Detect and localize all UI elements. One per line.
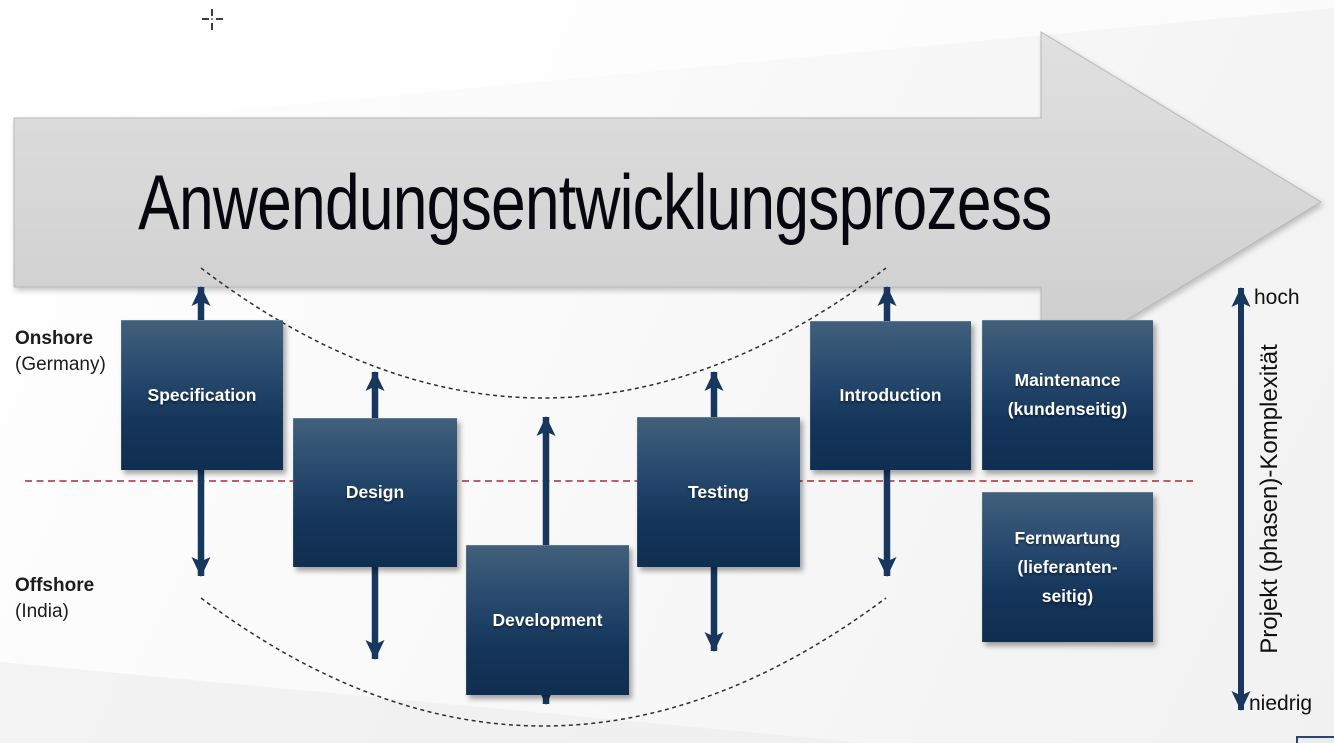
- onshore-label-main: Onshore: [15, 328, 94, 349]
- phase-label: Maintenance: [1014, 370, 1121, 390]
- background-top-highlight: [0, 0, 1334, 132]
- phase-box-fernwartung: Fernwartung (lieferanten- seitig): [982, 492, 1153, 642]
- axis-high-label: hoch: [1254, 286, 1300, 309]
- phase-box-development: Development: [466, 545, 629, 695]
- phase-box-specification: Specification: [121, 320, 283, 470]
- offshore-label-sub: (India): [15, 601, 69, 622]
- background-bottom-shade: [0, 662, 1334, 743]
- onshore-label: Onshore (Germany): [15, 326, 106, 378]
- phase-box-design: Design: [293, 418, 457, 567]
- phase-label: Specification: [147, 384, 257, 405]
- partial-shape-bottom-right: [1296, 736, 1334, 743]
- process-arrow-shape: [13, 31, 1322, 373]
- phase-label: Testing: [688, 481, 749, 502]
- axis-low-label: niedrig: [1249, 692, 1313, 715]
- phase-box-introduction: Introduction: [810, 321, 971, 470]
- phase-label: Development: [492, 609, 603, 630]
- page-title-text: Anwendungsentwicklungsprozess: [138, 158, 1052, 246]
- complexity-axis-title: Projekt (phasen)-Komplexität: [1256, 344, 1283, 654]
- phase-sublabel: seitig): [1041, 585, 1094, 606]
- phase-label: Introduction: [839, 385, 942, 405]
- phase-box-maintenance: Maintenance (kundenseitig): [982, 320, 1153, 470]
- phase-sublabel: (kundenseitig): [1007, 399, 1128, 419]
- phase-sublabel: (lieferanten-: [1017, 556, 1118, 577]
- onshore-label-sub: (Germany): [15, 354, 106, 375]
- page-title: Anwendungsentwicklungsprozess: [0, 118, 1190, 287]
- phase-label: Design: [345, 482, 405, 502]
- offshore-label: Offshore (India): [15, 573, 94, 625]
- phase-label: Fernwartung: [1014, 527, 1121, 548]
- phase-box-testing: Testing: [637, 417, 800, 567]
- offshore-label-main: Offshore: [15, 575, 95, 596]
